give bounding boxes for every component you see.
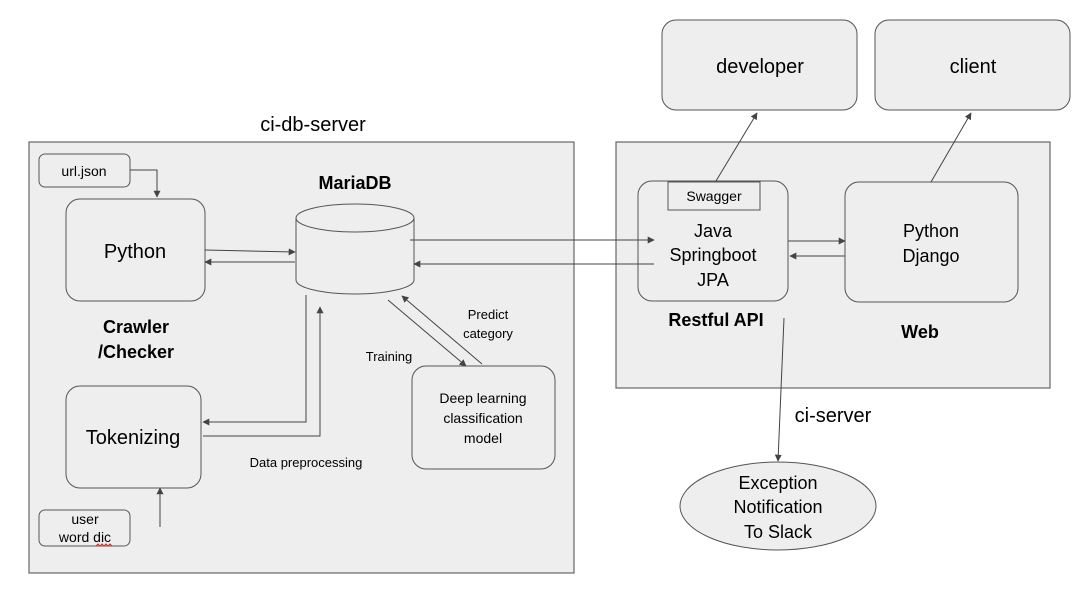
python-django-node	[844, 181, 1019, 303]
exception-line1: Exception	[738, 473, 817, 493]
client-label: client	[950, 56, 997, 78]
exception-notification-node	[679, 461, 877, 551]
edge-django-to-client	[930, 112, 972, 183]
developer-label: developer	[716, 56, 804, 78]
mariadb-label: MariaDB	[318, 173, 391, 193]
exception-line2: Notification	[733, 497, 822, 517]
user-word-dic-line1: user	[71, 511, 99, 527]
edge-tokenizing-to-mariadb	[203, 306, 324, 437]
deep-learning-line1: Deep learning	[439, 390, 526, 406]
spellcheck-squiggle	[95, 543, 113, 547]
deep-learning-node	[411, 365, 556, 470]
exception-line3: To Slack	[744, 522, 813, 542]
java-springboot-line2: Springboot	[669, 245, 756, 265]
tokenizing-node	[65, 385, 202, 489]
python-django-line2: Django	[902, 246, 959, 266]
edge-java-to-developer	[715, 112, 758, 182]
training-edge-label: Training	[366, 349, 412, 364]
swagger-node	[667, 181, 761, 211]
mariadb-database-icon	[295, 203, 415, 295]
edges	[130, 112, 972, 527]
tokenizing-label: Tokenizing	[86, 427, 181, 449]
swagger-label: Swagger	[686, 188, 742, 204]
client-node	[874, 19, 1071, 111]
java-springboot-line3: JPA	[697, 270, 729, 290]
edge-api-to-exception	[774, 317, 785, 462]
deep-learning-line3: model	[464, 430, 502, 446]
restful-api-caption: Restful API	[668, 310, 763, 330]
predict-edge-label-line1: Predict	[468, 307, 509, 322]
crawler-caption-line1: Crawler	[103, 317, 169, 337]
db-server-label: ci-db-server	[260, 114, 366, 136]
edge-mariadb-to-tokenizing	[202, 295, 307, 426]
user-word-dic-line2: word dic	[58, 529, 111, 545]
url-json-label: url.json	[61, 163, 106, 179]
java-springboot-line1: Java	[694, 221, 733, 241]
edge-python-to-mariadb	[204, 248, 296, 256]
crawler-caption-line2: /Checker	[98, 342, 174, 362]
edge-training	[387, 299, 467, 367]
python-crawler-label: Python	[104, 241, 166, 263]
user-word-dic-node	[38, 509, 131, 547]
predict-edge-label-line2: category	[463, 326, 513, 341]
web-caption: Web	[901, 322, 939, 342]
python-django-line1: Python	[903, 221, 959, 241]
edge-predict-category	[401, 295, 483, 365]
edge-urljson-to-python	[130, 169, 161, 198]
developer-node	[661, 19, 858, 111]
ci-server-label: ci-server	[795, 405, 872, 427]
deep-learning-line2: classification	[443, 410, 522, 426]
data-preprocessing-edge-label: Data preprocessing	[250, 455, 363, 470]
